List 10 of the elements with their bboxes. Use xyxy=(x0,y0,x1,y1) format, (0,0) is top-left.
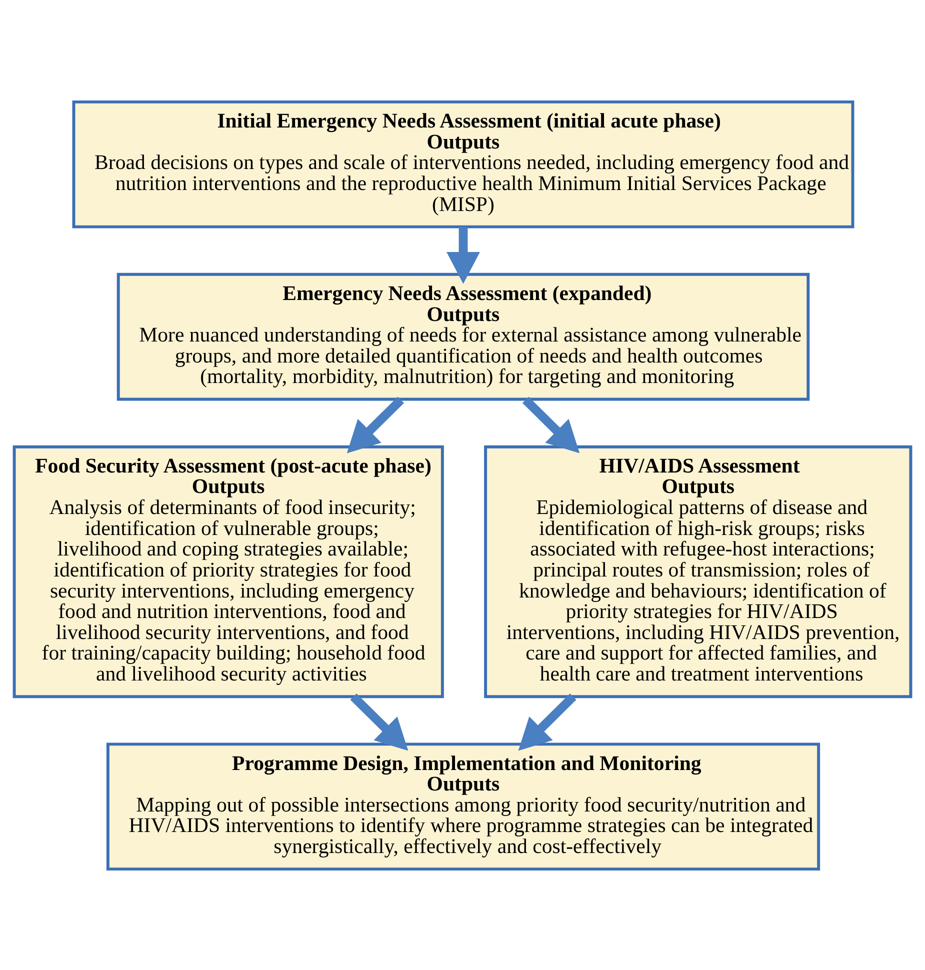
arrow xyxy=(522,396,580,453)
node-box: Initial Emergency Needs Assessment (initial acute phase) Outputs Broad decisions on types and scale of interventions needed, including emergency food and nutrition interventions and the reproductive health Minimum Initial Services Package (MISP) xyxy=(72,100,854,228)
arrow xyxy=(446,226,480,284)
node-box: Programme Design, Implementation and Monitoring Outputs Mapping out of possible intersections among priority food security/nutrition and HIV/AIDS interventions to identify where programme strategies can be integrated synergistically, effectively and cost-effectively xyxy=(106,742,820,870)
node-box: Emergency Needs Assessment (expanded) Outputs More nuanced understanding of needs for external assistance among vulnerable groups, and more detailed quantification of needs and health outcomes (mortality, morbidity, malnutrition) for targeting and monitoring xyxy=(116,272,810,400)
arrow xyxy=(518,692,576,750)
node-box: HIV/AIDS Assessment Outputs Epidemiological patterns of disease and identification of high-risk groups; risks associated with refugee-host interactions; principal routes of transmission; roles of knowledge and behaviours; identification of priority strategies for HIV/AIDS interventions, including HIV/AIDS prevention, care and support for affected families, and health care and treatment interventions xyxy=(484,444,912,698)
arrow xyxy=(346,396,404,453)
node-box: Food Security Assessment (post-acute phase) Outputs Analysis of determinants of food insecurity; identification of vulnerable groups; livelihood and coping strategies available; identification of priority strategies for food security interventions, including emergency food and nutrition interventions, food and livelihood security interventions, and food for training/capacity building; household food and livelihood security activities xyxy=(12,444,444,698)
arrow xyxy=(350,692,408,750)
